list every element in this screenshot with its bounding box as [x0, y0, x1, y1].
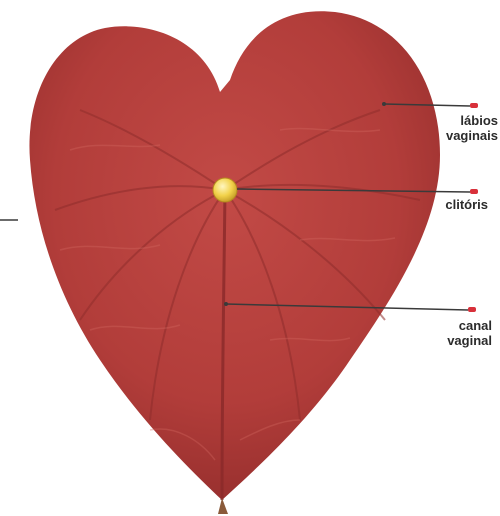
label-labios-line1: lábios: [446, 113, 498, 128]
marker-clitoris: [470, 189, 478, 194]
marker-labios: [470, 103, 478, 108]
spadix: [213, 178, 237, 202]
label-clitoris: clitóris: [445, 197, 488, 212]
leader-dot-labios: [382, 102, 386, 106]
marker-canal: [468, 307, 476, 312]
label-clitoris-line1: clitóris: [445, 197, 488, 212]
label-labios-vaginais: lábios vaginais: [446, 113, 498, 143]
label-canal-line2: vaginal: [447, 333, 492, 348]
stem-tip: [218, 498, 228, 514]
label-canal-line1: canal: [447, 318, 492, 333]
flower-petal: [29, 11, 440, 500]
label-labios-line2: vaginais: [446, 128, 498, 143]
leader-dot-canal: [224, 302, 228, 306]
label-canal-vaginal: canal vaginal: [447, 318, 492, 348]
